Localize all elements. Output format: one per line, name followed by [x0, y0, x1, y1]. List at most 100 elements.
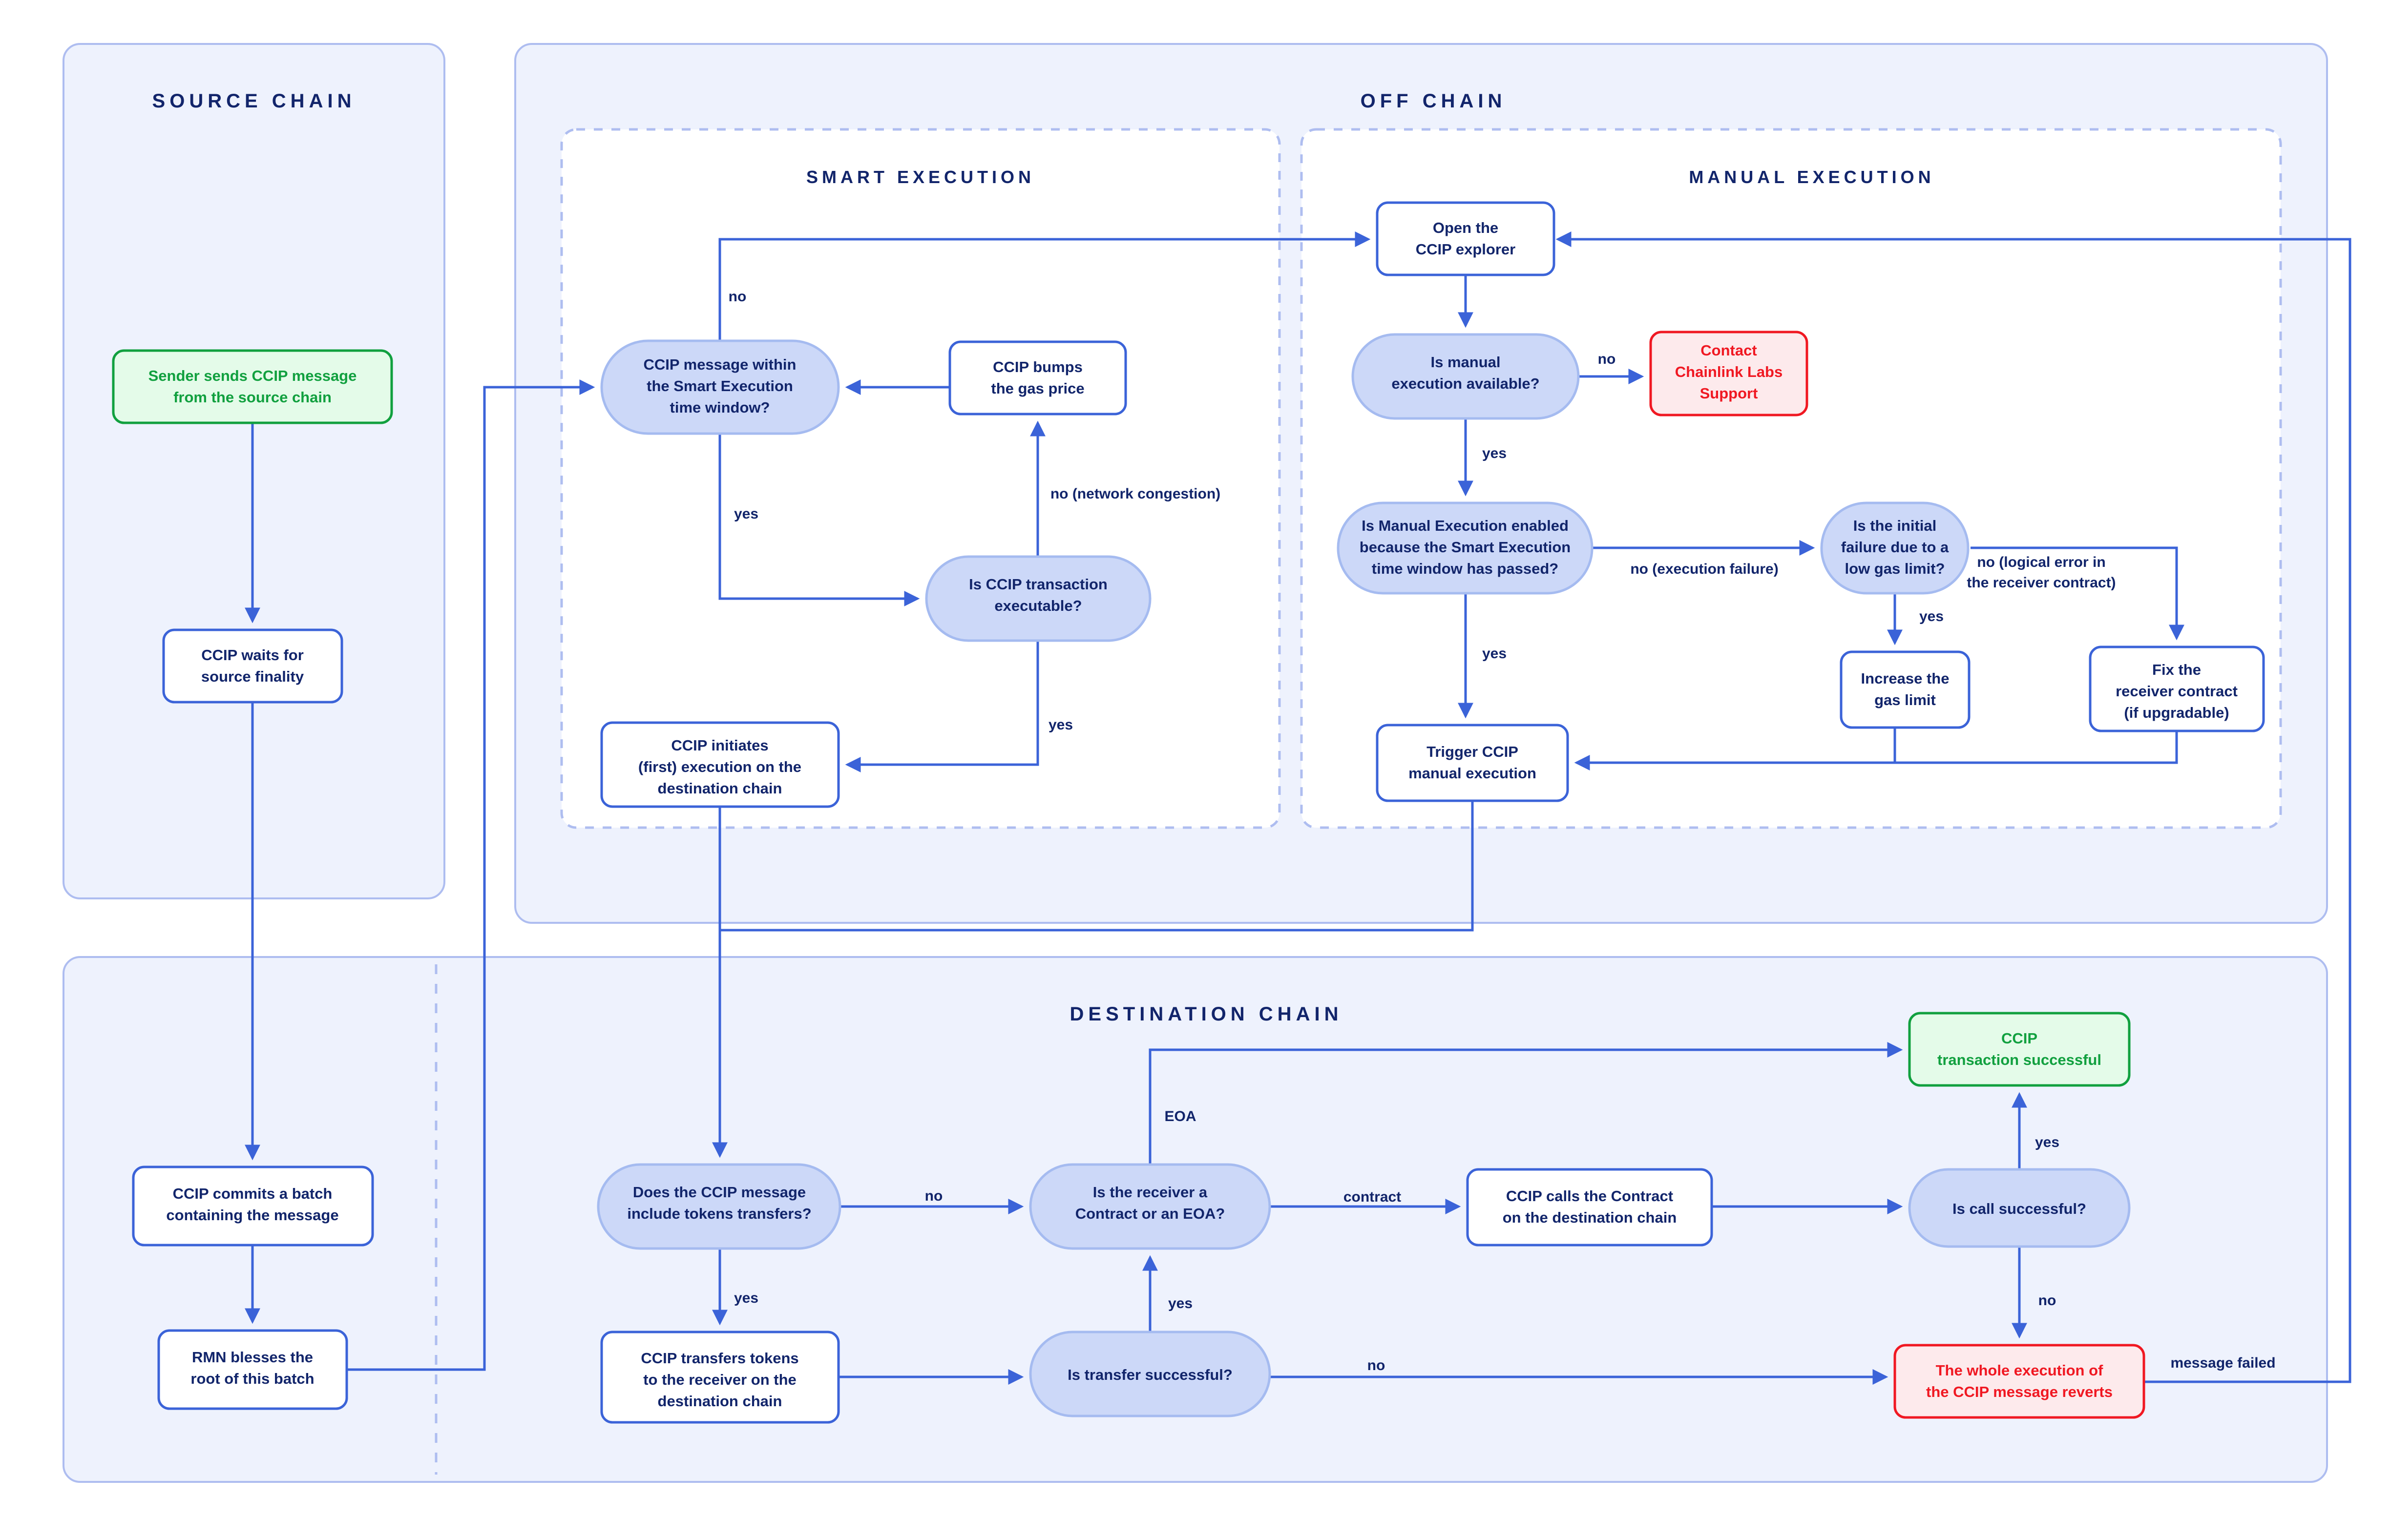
- node-ccip-initiates-execution[interactable]: CCIP initiates (first) execution on the …: [600, 721, 840, 808]
- edge-label-yes-executable: yes: [1049, 717, 1073, 733]
- node-fix-contract-line2: receiver contract: [2116, 683, 2238, 700]
- edge-receiver-eoa-to-success: [1149, 1041, 1903, 1165]
- edge-executable-yes-to-initiate: [845, 641, 1039, 773]
- node-rmn-blesses-line2: root of this batch: [190, 1370, 314, 1387]
- node-contact-chainlink-support[interactable]: Contact Chainlink Labs Support: [1649, 331, 1808, 416]
- edge-rmn-to-smart-window: [347, 379, 595, 1371]
- node-ccip-waits-source-finality[interactable]: CCIP waits for source finality: [162, 628, 343, 704]
- node-receiver-type-line2: Contract or an EOA?: [1075, 1205, 1225, 1222]
- node-receiver-contract-or-eoa[interactable]: Is the receiver a Contract or an EOA?: [1029, 1163, 1271, 1250]
- edge-label-yes-call: yes: [2035, 1134, 2059, 1150]
- node-executable-line1: Is CCIP transaction: [969, 576, 1108, 593]
- node-reverts-line1: The whole execution of: [1936, 1362, 2103, 1379]
- node-gas-limit-line2: failure due to a: [1841, 539, 1949, 556]
- node-manual-window-line3: time window has passed?: [1372, 560, 1558, 577]
- node-message-includes-token-transfers[interactable]: Does the CCIP message include tokens tra…: [597, 1163, 841, 1250]
- node-initiates-line2: (first) execution on the: [638, 758, 801, 775]
- edges-smart-execution: [712, 231, 1371, 1158]
- node-open-explorer-line2: CCIP explorer: [1416, 241, 1515, 258]
- node-ccip-commits-batch[interactable]: CCIP commits a batch containing the mess…: [132, 1165, 374, 1247]
- node-open-explorer-line1: Open the: [1433, 219, 1498, 236]
- node-gas-limit-line1: Is the initial: [1853, 517, 1937, 534]
- node-bumps-gas-line2: the gas price: [991, 380, 1084, 397]
- node-fix-contract-line3: (if upgradable): [2124, 704, 2229, 721]
- node-contact-support-line2: Chainlink Labs: [1675, 363, 1783, 380]
- node-receiver-type-line1: Is the receiver a: [1093, 1184, 1208, 1201]
- edge-label-eoa: EOA: [1164, 1108, 1196, 1124]
- node-transfers-tokens-line2: to the receiver on the: [643, 1371, 797, 1388]
- edge-label-no-call: no: [2038, 1292, 2056, 1309]
- edge-gas-limit-no-to-fix-contract: [1971, 546, 2185, 641]
- edge-window-no-to-explorer: [718, 231, 1371, 341]
- node-fix-receiver-contract[interactable]: Fix the receiver contract (if upgradable…: [2089, 645, 2265, 732]
- node-manual-available-line1: Is manual: [1431, 354, 1501, 371]
- node-is-ccip-transaction-executable[interactable]: Is CCIP transaction executable?: [925, 555, 1152, 642]
- node-rmn-blesses-line1: RMN blesses the: [192, 1349, 313, 1366]
- node-initial-failure-low-gas-limit[interactable]: Is the initial failure due to a low gas …: [1820, 501, 1970, 595]
- node-ccip-commits-line2: containing the message: [166, 1207, 338, 1224]
- edges-source-chain: [244, 379, 595, 1371]
- node-ccip-waits-line2: source finality: [201, 668, 304, 685]
- edges-destination-chain: [712, 231, 2351, 1385]
- node-trigger-manual-line1: Trigger CCIP: [1426, 743, 1518, 760]
- node-calls-contract-line2: on the destination chain: [1503, 1209, 1677, 1226]
- edge-labels: no yes no (network congestion) yes no ye…: [729, 289, 2276, 1374]
- node-call-successful-label: Is call successful?: [1952, 1200, 2086, 1217]
- node-ccip-bumps-gas-price[interactable]: CCIP bumps the gas price: [948, 340, 1127, 416]
- panel-title-destination-chain: DESTINATION CHAIN: [1070, 1003, 1343, 1025]
- panel-title-off-chain: OFF CHAIN: [1361, 90, 1507, 112]
- node-rmn-blesses-root[interactable]: RMN blesses the root of this batch: [157, 1329, 348, 1410]
- edge-label-yes-gas-limit: yes: [1919, 608, 1944, 624]
- edge-label-no-window: no: [729, 289, 747, 305]
- node-tx-successful-line2: transaction successful: [1937, 1051, 2101, 1068]
- edge-label-message-failed: message failed: [2170, 1355, 2275, 1371]
- node-initiates-line3: destination chain: [658, 780, 782, 797]
- node-includes-tokens-line1: Does the CCIP message: [633, 1184, 806, 1201]
- node-transfer-successful-label: Is transfer successful?: [1068, 1366, 1233, 1383]
- edge-label-no-logical-error-2: the receiver contract): [1967, 575, 2116, 591]
- node-contact-support-line1: Contact: [1700, 342, 1757, 359]
- node-increase-gas-line1: Increase the: [1861, 670, 1950, 687]
- edge-trigger-to-destination: [720, 801, 1474, 932]
- edge-label-no-transfer: no: [1367, 1357, 1385, 1374]
- node-is-manual-execution-available[interactable]: Is manual execution available?: [1351, 333, 1580, 420]
- node-calls-contract-line1: CCIP calls the Contract: [1506, 1187, 1673, 1205]
- node-ccip-transaction-successful[interactable]: CCIP transaction successful: [1908, 1012, 2131, 1087]
- node-bumps-gas-line1: CCIP bumps: [993, 358, 1083, 375]
- node-sender-sends-message[interactable]: Sender sends CCIP message from the sourc…: [112, 349, 393, 424]
- panel-title-source-chain: SOURCE CHAIN: [152, 90, 356, 112]
- node-ccip-transfers-tokens[interactable]: CCIP transfers tokens to the receiver on…: [600, 1331, 840, 1424]
- node-message-within-smart-window[interactable]: CCIP message within the Smart Execution …: [600, 339, 840, 435]
- node-sender-sends-message-line1: Sender sends CCIP message: [148, 367, 357, 384]
- edge-label-yes-window: yes: [734, 506, 758, 522]
- node-tx-successful-line1: CCIP: [2001, 1030, 2037, 1047]
- node-is-call-successful[interactable]: Is call successful?: [1908, 1168, 2131, 1248]
- subpanel-smart-execution: SMART EXECUTION: [560, 128, 1281, 829]
- node-gas-limit-line3: low gas limit?: [1845, 560, 1945, 577]
- node-ccip-commits-line1: CCIP commits a batch: [173, 1185, 333, 1202]
- edge-label-no-network-congestion: no (network congestion): [1050, 486, 1220, 502]
- node-manual-execution-enabled-window-passed[interactable]: Is Manual Execution enabled because the …: [1337, 501, 1594, 595]
- subpanel-manual-execution: MANUAL EXECUTION: [1300, 128, 2282, 829]
- edge-label-no-tokens: no: [925, 1188, 943, 1204]
- edge-reverts-to-explorer: [1555, 231, 2351, 1383]
- node-execution-reverts[interactable]: The whole execution of the CCIP message …: [1893, 1344, 2145, 1419]
- node-reverts-line2: the CCIP message reverts: [1926, 1383, 2113, 1400]
- node-contact-support-line3: Support: [1700, 385, 1758, 402]
- node-ccip-waits-line1: CCIP waits for: [201, 646, 304, 664]
- node-ccip-calls-contract[interactable]: CCIP calls the Contract on the destinati…: [1466, 1168, 1713, 1247]
- node-transfers-tokens-line1: CCIP transfers tokens: [641, 1350, 798, 1367]
- edge-window-yes-to-executable: [718, 434, 920, 607]
- node-is-transfer-successful[interactable]: Is transfer successful?: [1029, 1331, 1271, 1417]
- node-increase-gas-limit[interactable]: Increase the gas limit: [1840, 650, 1971, 729]
- node-trigger-manual-execution[interactable]: Trigger CCIP manual execution: [1376, 724, 1569, 802]
- edge-label-no-execution-failure: no (execution failure): [1630, 561, 1778, 577]
- edge-label-contract: contract: [1343, 1189, 1401, 1205]
- edges-manual-execution: [720, 275, 2185, 932]
- node-message-window-line1: CCIP message within: [644, 356, 797, 373]
- edge-label-yes-manual-available: yes: [1482, 445, 1507, 461]
- node-includes-tokens-line2: include tokens transfers?: [627, 1205, 811, 1222]
- panel-source-chain: SOURCE CHAIN: [63, 43, 445, 899]
- node-open-ccip-explorer[interactable]: Open the CCIP explorer: [1376, 201, 1555, 276]
- node-manual-window-line2: because the Smart Execution: [1360, 539, 1571, 556]
